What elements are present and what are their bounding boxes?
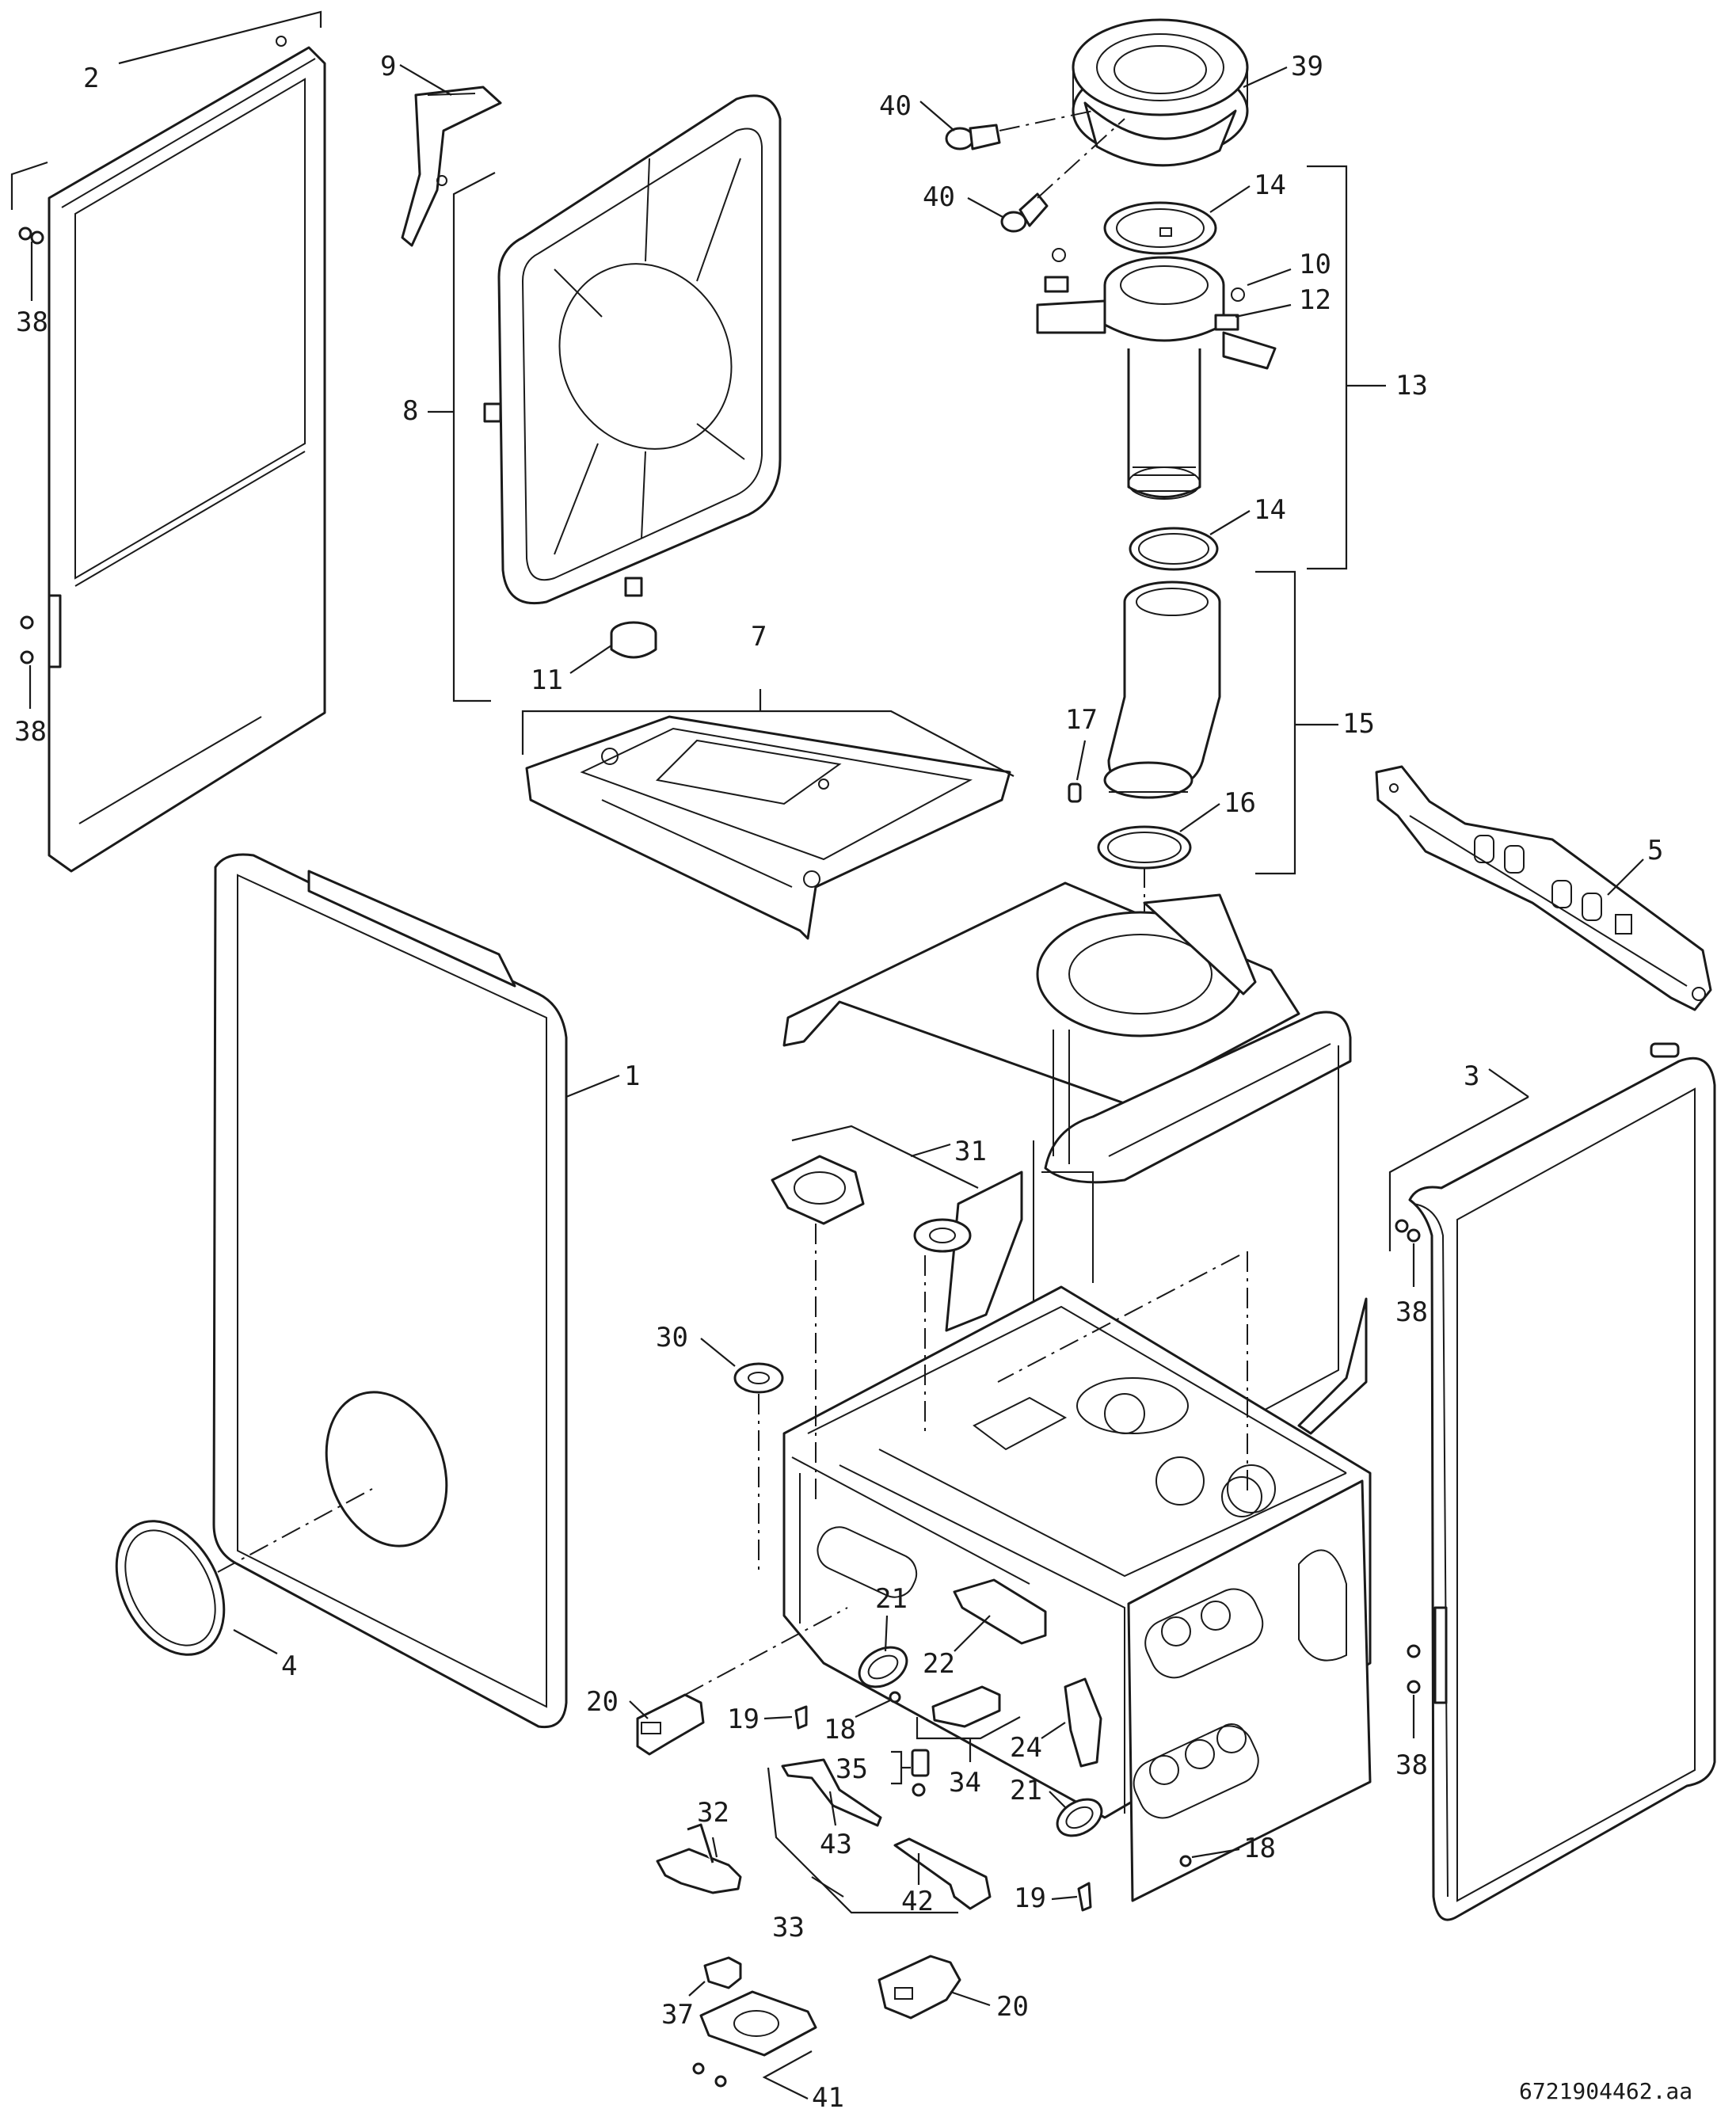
label-33: 33	[772, 1912, 805, 1943]
part-30-washer	[733, 1362, 784, 1394]
label-10: 10	[1299, 249, 1331, 280]
part-5-wall-bracket	[1375, 765, 1712, 1011]
label-38: 38	[14, 716, 47, 748]
label-16: 16	[1224, 787, 1256, 819]
part-41-mounting-plate	[692, 1990, 817, 2088]
label-42: 42	[901, 1886, 934, 1917]
part-14-seal-upper	[1103, 201, 1217, 255]
label-8: 8	[402, 395, 418, 427]
part-38-screws	[18, 227, 1421, 1694]
part-18-screw-lower	[1179, 1855, 1192, 1867]
label-39: 39	[1291, 51, 1323, 82]
part-18-screw-upper	[889, 1691, 901, 1704]
part-37-clip	[703, 1956, 742, 1989]
part-40-test-cap-upper	[945, 124, 1001, 150]
part-21-bracket-right	[1056, 1798, 1103, 1837]
label-38: 38	[1395, 1749, 1428, 1781]
part-20-valve-upper	[636, 1693, 705, 1756]
part-32-bracket	[656, 1823, 742, 1894]
label-7: 7	[751, 621, 767, 653]
label-18: 18	[1243, 1833, 1276, 1864]
part-31-gasket-set	[771, 1155, 972, 1253]
part-13-flue-spigot	[1036, 248, 1277, 500]
part-20-valve-lower	[878, 1955, 961, 2020]
label-37: 37	[661, 1999, 694, 2031]
label-3: 3	[1464, 1060, 1479, 1092]
part-24-sensor	[1064, 1677, 1102, 1768]
label-17: 17	[1065, 704, 1098, 736]
part-39-flue-adaptor	[1072, 18, 1249, 167]
label-15: 15	[1342, 708, 1375, 740]
label-22: 22	[923, 1648, 955, 1680]
drawing-code: 6721904462.aa	[1519, 2078, 1692, 2104]
label-31: 31	[954, 1136, 987, 1167]
label-5: 5	[1647, 835, 1663, 866]
label-18: 18	[824, 1714, 856, 1745]
part-2-rear-frame	[48, 36, 326, 873]
label-40: 40	[879, 90, 912, 122]
label-13: 13	[1395, 370, 1428, 402]
label-38: 38	[16, 306, 48, 338]
label-19: 19	[727, 1704, 760, 1735]
part-11-plug	[610, 621, 657, 659]
label-12: 12	[1299, 284, 1331, 316]
label-24: 24	[1010, 1732, 1042, 1764]
part-4-ring	[115, 1520, 226, 1656]
label-41: 41	[812, 2082, 844, 2109]
label-1: 1	[624, 1060, 640, 1092]
label-14: 14	[1254, 169, 1286, 201]
label-9: 9	[380, 51, 396, 82]
part-34-holder	[931, 1685, 1001, 1728]
label-38: 38	[1395, 1296, 1428, 1328]
part-7-top-plate	[525, 715, 1011, 940]
part-35-clip	[911, 1749, 930, 1797]
label-19: 19	[1014, 1882, 1046, 1914]
part-43-lever	[781, 1758, 882, 1827]
part-1-front-casing	[212, 853, 568, 1729]
part-16-seal	[1097, 825, 1192, 870]
part-40-test-cap-lower	[1000, 192, 1049, 233]
part-3-side-casing	[1408, 1042, 1716, 1921]
label-35: 35	[836, 1753, 868, 1785]
label-34: 34	[949, 1767, 981, 1799]
label-20: 20	[996, 1991, 1029, 2023]
part-17-pin	[1068, 782, 1082, 803]
label-43: 43	[820, 1829, 852, 1860]
label-20: 20	[586, 1686, 619, 1718]
part-9-clip	[401, 86, 502, 247]
part-21-bracket-left	[858, 1646, 908, 1688]
label-4: 4	[281, 1650, 297, 1682]
label-30: 30	[656, 1322, 688, 1353]
label-21: 21	[875, 1583, 908, 1615]
label-2: 2	[83, 63, 99, 94]
main-chassis	[782, 881, 1372, 1902]
part-22-rail	[953, 1578, 1047, 1645]
label-32: 32	[697, 1797, 729, 1829]
part-8-expansion-vessel	[483, 94, 782, 605]
part-14-seal-lower	[1129, 527, 1219, 571]
label-21: 21	[1010, 1775, 1042, 1806]
part-15-flue-pipe	[1103, 581, 1221, 799]
label-14: 14	[1254, 494, 1286, 526]
part-19-screw-lower	[1077, 1882, 1092, 1912]
part-19-screw-upper	[794, 1705, 808, 1730]
label-11: 11	[531, 664, 563, 696]
label-40: 40	[923, 181, 955, 213]
